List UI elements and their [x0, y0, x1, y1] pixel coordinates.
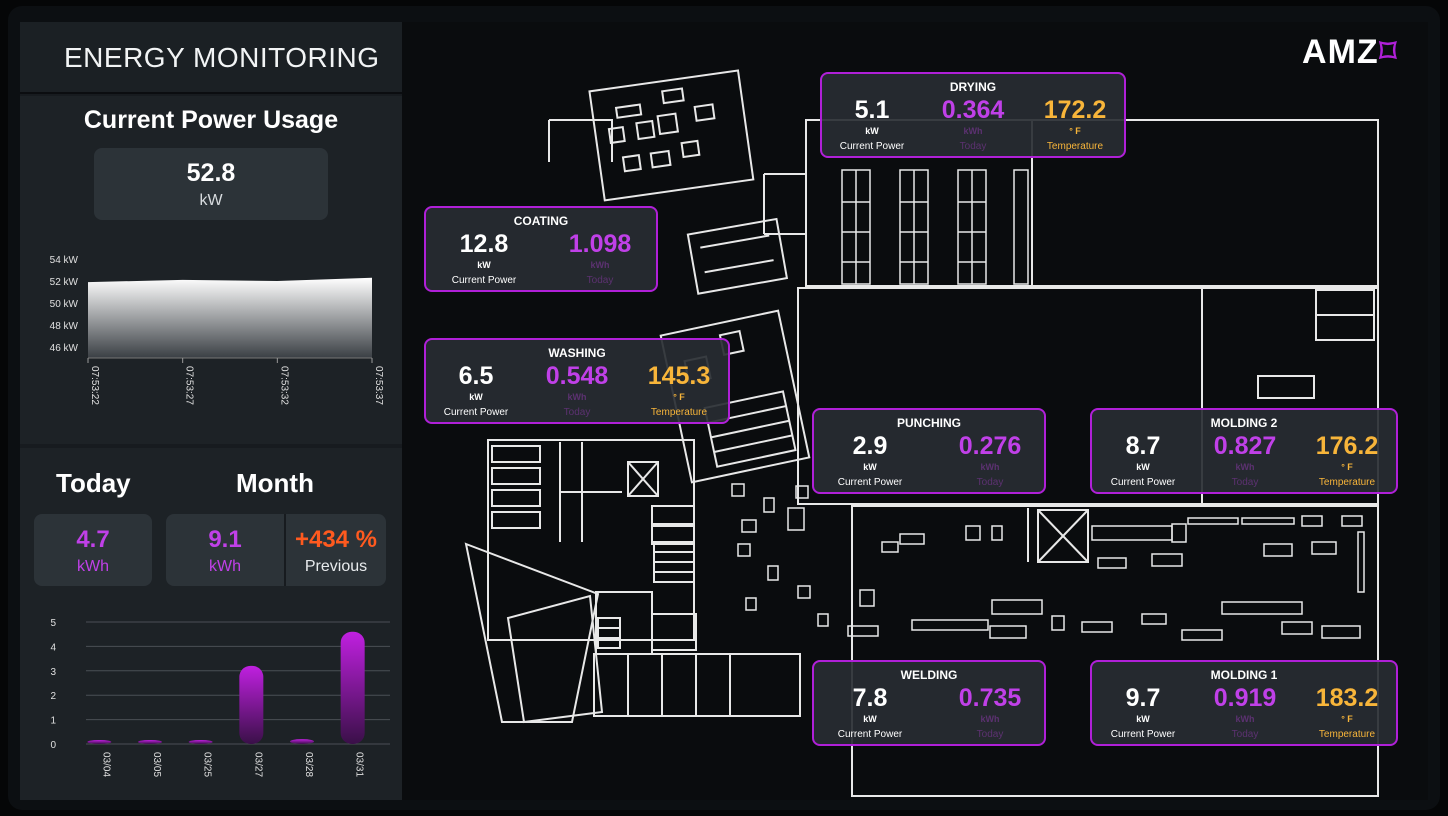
bar — [188, 740, 213, 744]
bar — [138, 740, 162, 744]
y-tick-label: 1 — [50, 716, 56, 727]
production-equipment — [881, 515, 1365, 641]
current-power-unit: kW — [199, 192, 223, 209]
zone-name: MOLDING 1 — [1210, 668, 1278, 682]
current-power-box: 52.8 kW — [94, 148, 328, 220]
zone-temperature: 145.3 ° F Temperature — [647, 362, 711, 418]
x-tick-label: 03/28 — [303, 752, 314, 777]
y-tick-label: 52 kW — [50, 277, 79, 288]
zone-card-drying[interactable]: DRYING 5.1 kW Current Power 0.364 kWh To… — [820, 72, 1126, 158]
today-box: 4.7 kWh — [34, 514, 152, 586]
zone-power: 9.7 kW Current Power — [1110, 684, 1176, 740]
x-tick-label: 07:53:22 — [89, 366, 100, 405]
x-tick-label: 03/31 — [354, 752, 365, 777]
month-divider — [284, 514, 286, 586]
bracket-logo-icon: ⌑ — [1378, 33, 1398, 71]
x-tick-label: 03/25 — [202, 752, 213, 777]
month-label: Month — [236, 468, 314, 498]
building-upper-left — [588, 69, 755, 202]
zone-power: 8.7 kW Current Power — [1110, 432, 1176, 488]
zone-temperature: 172.2 ° F Temperature — [1043, 96, 1107, 152]
zone-card-punching[interactable]: PUNCHING 2.9 kW Current Power 0.276 kWh … — [812, 408, 1046, 494]
floor-plan-map — [464, 69, 1379, 797]
current-power-title: Current Power Usage — [83, 106, 339, 134]
today-value: 4.7 — [76, 526, 110, 553]
floor-plan-panel: AMZ⌑ — [402, 22, 1428, 800]
power-area — [88, 277, 372, 358]
zone-today: 0.276 kWh Today — [958, 432, 1022, 488]
month-change-value: +434 % — [294, 526, 378, 553]
bar — [340, 631, 365, 744]
sidebar-header: ENERGY MONITORING — [20, 22, 402, 94]
today-label: Today — [56, 468, 131, 498]
x-tick-label: 03/04 — [100, 752, 111, 777]
zone-card-welding[interactable]: WELDING 7.8 kW Current Power 0.735 kWh T… — [812, 660, 1046, 746]
x-tick-label: 07:53:32 — [278, 366, 289, 405]
zone-power: 6.5 kW Current Power — [443, 362, 509, 418]
current-power-value: 52.8 — [186, 159, 236, 187]
bar — [239, 665, 264, 744]
month-value: 9.1 — [208, 526, 242, 553]
zone-name: COATING — [513, 214, 569, 228]
zone-power: 5.1 kW Current Power — [839, 96, 905, 152]
zone-card-molding-2[interactable]: MOLDING 2 8.7 kW Current Power 0.827 kWh… — [1090, 408, 1398, 494]
zone-power: 2.9 kW Current Power — [837, 432, 903, 488]
zone-temperature: 183.2 ° F Temperature — [1315, 684, 1379, 740]
zone-card-washing[interactable]: WASHING 6.5 kW Current Power 0.548 kWh T… — [424, 338, 730, 424]
zone-name: WELDING — [900, 668, 958, 682]
zone-today: 0.364 kWh Today — [941, 96, 1005, 152]
zone-power: 12.8 kW Current Power — [451, 230, 517, 286]
month-box: 9.1 kWh +434 % Previous — [166, 514, 386, 586]
month-change-label: Previous — [304, 558, 368, 575]
x-tick-label: 07:53:37 — [373, 366, 384, 405]
zone-card-molding-1[interactable]: MOLDING 1 9.7 kW Current Power 0.919 kWh… — [1090, 660, 1398, 746]
y-tick-label: 3 — [50, 667, 56, 678]
zone-today: 0.827 kWh Today — [1213, 432, 1277, 488]
y-tick-label: 48 kW — [50, 321, 79, 332]
zone-today: 0.548 kWh Today — [545, 362, 609, 418]
today-unit: kWh — [77, 558, 109, 575]
zone-power: 7.8 kW Current Power — [837, 684, 903, 740]
company-logo: AMZ⌑ — [1302, 33, 1398, 71]
zone-today: 1.098 kWh Today — [568, 230, 632, 286]
bar — [290, 739, 314, 744]
drying-racks — [841, 169, 1029, 285]
zone-name: WASHING — [548, 346, 606, 360]
month-unit: kWh — [209, 558, 241, 575]
y-tick-label: 0 — [50, 740, 56, 751]
y-tick-label: 5 — [50, 618, 56, 629]
x-tick-label: 03/05 — [151, 752, 162, 777]
zone-card-coating[interactable]: COATING 12.8 kW Current Power 1.098 kWh … — [424, 206, 658, 292]
y-tick-label: 46 kW — [50, 343, 79, 354]
zone-temperature: 176.2 ° F Temperature — [1315, 432, 1379, 488]
power-area-chart: 46 kW 48 kW 50 kW 52 kW 54 kW 07:53:22 07:53:2… — [50, 255, 384, 405]
x-tick-label: 03/27 — [252, 752, 263, 777]
daily-energy-bar-chart: 0 1 2 3 4 5 03/04 03/05 03/25 03/27 03/28 03/31 — [50, 618, 390, 777]
x-tick-label: 07:53:27 — [184, 366, 195, 405]
y-tick-label: 54 kW — [50, 255, 79, 266]
zone-today: 0.919 kWh Today — [1213, 684, 1277, 740]
app-title: ENERGY MONITORING — [64, 42, 380, 73]
y-tick-label: 2 — [50, 691, 56, 702]
bar — [87, 740, 112, 744]
zone-name: DRYING — [949, 80, 997, 94]
y-tick-label: 4 — [50, 642, 56, 653]
sidebar: ENERGY MONITORING Current Power Usage 52… — [20, 22, 402, 800]
y-tick-label: 50 kW — [50, 299, 79, 310]
zone-today: 0.735 kWh Today — [958, 684, 1022, 740]
zone-name: MOLDING 2 — [1210, 416, 1278, 430]
zone-name: PUNCHING — [896, 416, 961, 430]
